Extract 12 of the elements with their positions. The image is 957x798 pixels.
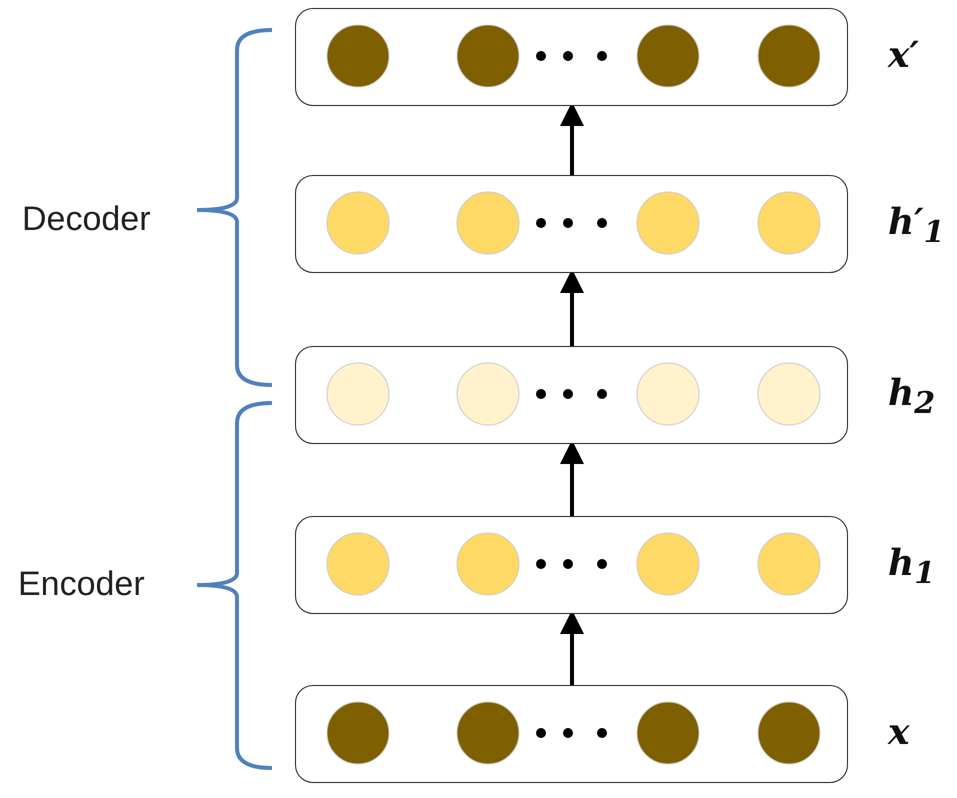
layer-label: h′$_{1}$ — [888, 201, 945, 250]
layer-box — [295, 516, 848, 614]
layer-box — [295, 8, 848, 106]
bracket-label: Decoder — [22, 200, 151, 239]
layer-box — [295, 346, 848, 444]
layer-label: h$_{2}$ — [888, 372, 936, 422]
layer-box — [295, 175, 848, 273]
layer-label: h$_{1}$ — [888, 542, 936, 592]
layer-box — [295, 685, 848, 783]
bracket-label: Encoder — [18, 565, 145, 604]
layer-label: x — [888, 711, 910, 753]
layer-label: x′ — [888, 34, 919, 76]
